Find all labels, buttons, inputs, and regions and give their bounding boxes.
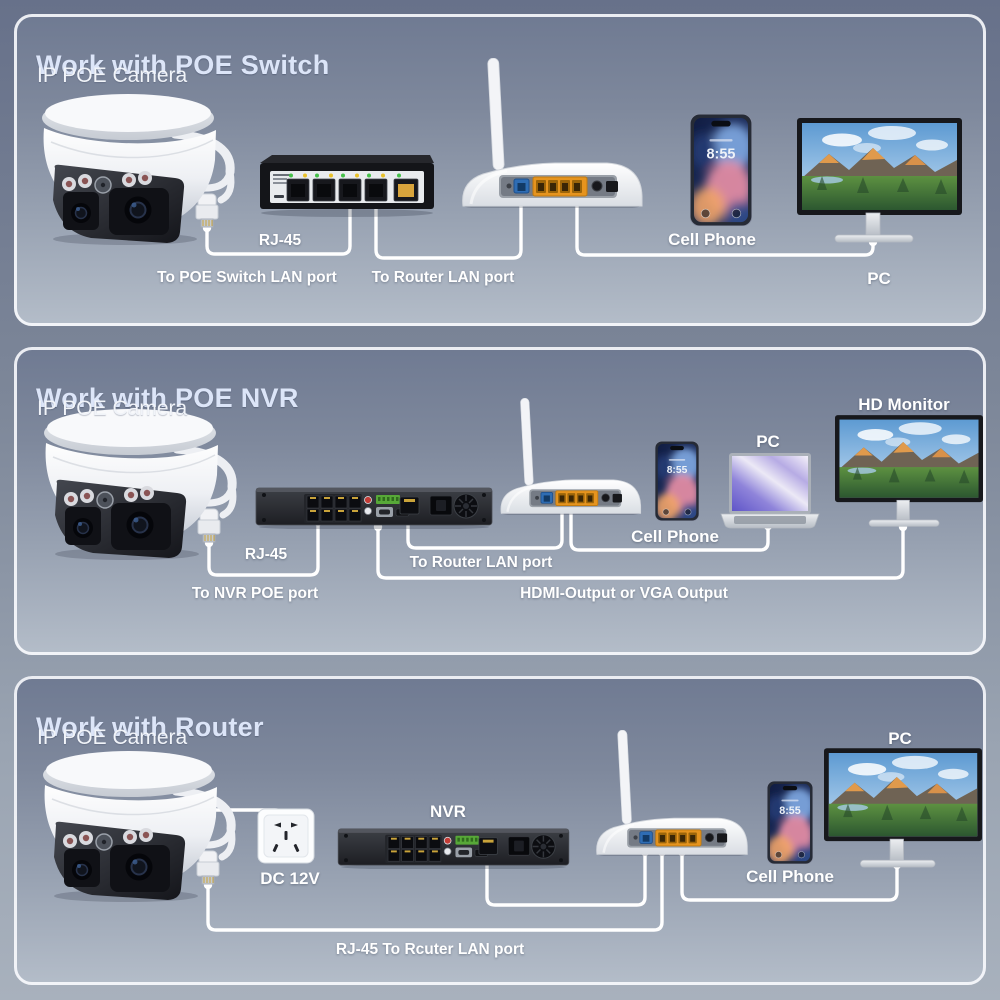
label-hd-monitor: HD Monitor [858, 395, 950, 414]
nvr-illustration [255, 487, 493, 529]
label-nvr: NVR [430, 802, 466, 821]
panel-title: Work with Router [36, 712, 264, 743]
ip-camera-illustration [25, 88, 255, 248]
panel-title: Work with POE Switch [36, 50, 330, 81]
panel-title: Work with POE NVR [36, 383, 299, 414]
wifi-router-illustration [499, 398, 642, 515]
panel-work-with-poe-switch: 8:55 Work with POE Switch IP POE Camera … [14, 14, 986, 326]
ip-camera-illustration [27, 403, 257, 563]
label-hdmi-vga-output: HDMI-Output or VGA Output [520, 585, 728, 602]
label-rj45: RJ-45 [258, 232, 302, 249]
cell-phone-illustration: 8:55 [655, 441, 699, 521]
panel-work-with-router: 8:55 Work with Router IP POE Camera PC N… [14, 676, 986, 985]
panel-subtitle: IP POE Camera [37, 64, 188, 87]
label-dc-12v: DC 12V [260, 869, 320, 888]
laptop-illustration [720, 453, 820, 529]
cell-phone-illustration: 8:55 [767, 781, 813, 864]
phone-lock-time: 8:55 [667, 465, 688, 476]
nvr-illustration [337, 828, 570, 869]
label-rj45-to-router-lan-port: RJ-45 To Rcuter LAN port [335, 941, 525, 958]
pc-monitor-illustration [824, 748, 982, 868]
poe-switch-illustration [259, 154, 435, 217]
cell-phone-illustration: 8:55 [690, 114, 752, 226]
ip-camera-illustration [26, 745, 256, 905]
label-to-router-lan-port: To Router LAN port [409, 554, 553, 571]
wifi-router-illustration [461, 58, 644, 208]
label-rj45: RJ-45 [244, 546, 288, 563]
pc-monitor-illustration [797, 118, 962, 243]
power-socket-illustration [257, 808, 315, 864]
panel-subtitle: IP POE Camera [37, 397, 188, 420]
label-pc: PC [756, 432, 780, 451]
label-cell-phone: Cell Phone [631, 527, 719, 546]
wifi-router-illustration [595, 730, 749, 856]
panel-work-with-poe-nvr: 8:55 Work with POE NVR IP POE Camera HD … [14, 347, 986, 655]
label-to-nvr-poe-port: To NVR POE port [191, 585, 319, 602]
phone-lock-time: 8:55 [779, 805, 800, 817]
label-cell-phone: Cell Phone [668, 230, 756, 249]
panel-subtitle: IP POE Camera [37, 726, 188, 749]
hd-monitor-illustration [835, 415, 983, 527]
label-to-router-lan-port: To Router LAN port [371, 269, 515, 286]
label-pc: PC [888, 729, 912, 748]
label-pc: PC [867, 269, 891, 288]
label-cell-phone: Cell Phone [746, 867, 834, 886]
phone-lock-time: 8:55 [707, 146, 736, 162]
label-to-poe-switch-lan-port: To POE Switch LAN port [157, 269, 337, 286]
